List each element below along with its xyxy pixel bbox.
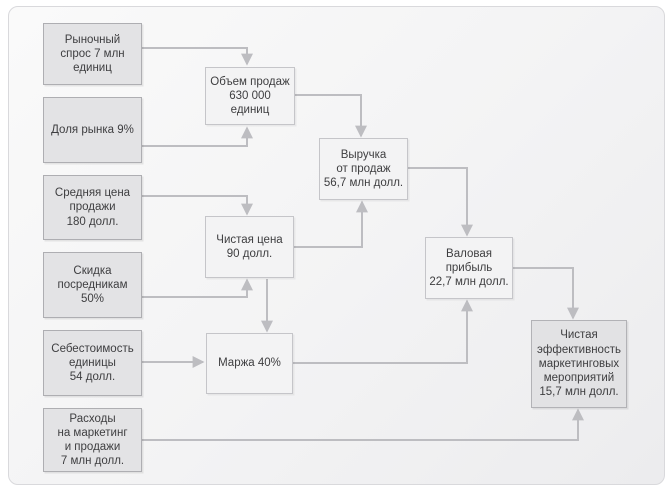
arrow-revenue-to-gross-profit: [408, 167, 473, 237]
box-gross-profit: Валовая прибыль 22,7 млн долл.: [425, 237, 513, 299]
arrow-sales-volume-to-revenue: [295, 94, 367, 138]
arrow-market-share-to-sales-volume: [142, 126, 253, 147]
box-sales-volume: Объем продаж 630 000 единиц: [205, 67, 295, 125]
box-market-share: Доля рынка 9%: [43, 97, 142, 163]
arrow-net-price-to-revenue: [294, 200, 368, 248]
box-sales-revenue: Выручка от продаж 56,7 млн долл.: [319, 138, 408, 200]
box-net-marketing-effectiveness: Чистая эффективность маркетинговых мероп…: [531, 320, 627, 408]
arrow-gross-profit-to-net-effect: [513, 267, 579, 320]
box-distributor-discount: Скидка посредникам 50%: [43, 252, 142, 318]
box-net-price: Чистая цена 90 долл.: [205, 216, 294, 278]
box-average-sale-price: Средняя цена продажи 180 долл.: [43, 175, 142, 240]
box-margin: Маржа 40%: [206, 333, 293, 394]
arrow-margin-to-gross-profit: [293, 299, 473, 364]
box-market-demand: Рыночный спрос 7 млн единиц: [43, 23, 142, 85]
arrow-marketing-expenses-to-net-effect: [142, 408, 584, 441]
arrow-distributor-discount-to-net-price: [142, 278, 253, 298]
arrow-market-demand-to-sales-volume: [142, 47, 253, 66]
box-marketing-expenses: Расходы на маркетинг и продажи 7 млн дол…: [43, 408, 142, 472]
arrow-avg-price-to-net-price: [142, 195, 253, 216]
box-unit-cost: Себестоимость единицы 54 долл.: [43, 330, 142, 396]
